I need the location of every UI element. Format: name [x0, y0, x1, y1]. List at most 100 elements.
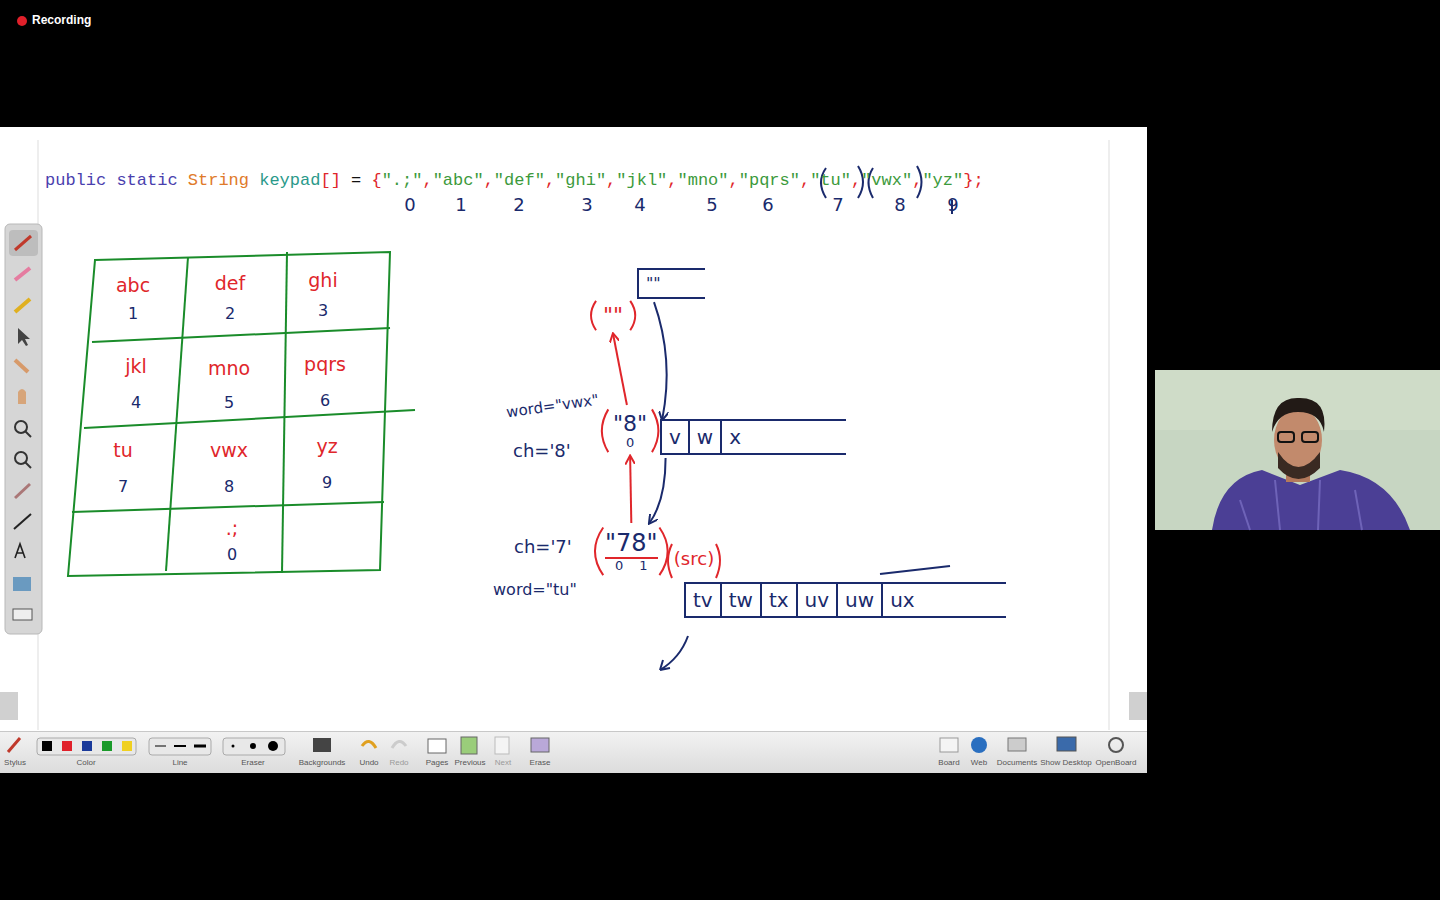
index-number: 2	[513, 195, 524, 216]
index-number: 6	[762, 195, 773, 216]
code-token: "tu"	[810, 171, 851, 190]
recursive-call: ""	[588, 300, 638, 331]
recursive-call: "78"01	[590, 526, 673, 577]
table-cell: 7	[118, 478, 128, 496]
index-row: 01	[615, 559, 648, 573]
array-cell: w	[688, 421, 720, 453]
table-cell: 4	[131, 394, 141, 412]
call-argument: "78"	[605, 530, 658, 559]
code-token: ,	[667, 171, 677, 190]
call-argument: "8"	[613, 412, 647, 436]
code-token: ,	[422, 171, 432, 190]
code-token: "mno"	[678, 171, 729, 190]
array-cell: x	[720, 421, 748, 453]
index-number: 7	[832, 195, 843, 216]
variable-note: word="vwx"	[505, 392, 600, 422]
variable-note: word="tu"	[493, 581, 577, 599]
code-token: public static	[45, 171, 178, 190]
code-token: "pqrs"	[739, 171, 800, 190]
code-token: =	[351, 171, 361, 190]
array-cell: tx	[760, 584, 796, 616]
array-cell: v	[662, 421, 688, 453]
table-cell: def	[215, 273, 245, 295]
toolbar-label: Show Desktop	[1040, 758, 1092, 767]
toolbar-label: Erase	[530, 758, 551, 767]
toolbar-label: Line	[172, 758, 187, 767]
table-cell: 8	[224, 478, 234, 496]
toolbar-label: Pages	[426, 758, 449, 767]
code-token: ,	[912, 171, 922, 190]
code-token: ,	[484, 171, 494, 190]
char-index: 1	[639, 559, 647, 573]
code-token: "yz"	[922, 171, 963, 190]
code-token: String	[188, 171, 249, 190]
code-token: "ghi"	[555, 171, 606, 190]
code-token: "jkl"	[616, 171, 667, 190]
toolbar-label: OpenBoard	[1096, 758, 1137, 767]
code-token: keypad	[259, 171, 320, 190]
index-number: 3	[581, 195, 592, 216]
char-index: 0	[626, 436, 634, 450]
result-array: vwx	[660, 419, 846, 455]
code-token: ,	[851, 171, 861, 190]
index-row: 0	[626, 436, 634, 450]
index-number: 9	[947, 195, 958, 216]
table-cell: jkl	[125, 356, 147, 378]
table-cell: .;	[226, 518, 238, 540]
table-cell: 5	[224, 394, 234, 412]
code-line: public staticStringkeypad[]={".;","abc",…	[45, 171, 984, 191]
array-cell: tw	[720, 584, 760, 616]
call-arrow	[630, 456, 631, 523]
array-cell: uv	[796, 584, 837, 616]
table-cell: vwx	[210, 440, 248, 462]
index-number: 8	[894, 195, 905, 216]
code-token: "vwx"	[861, 171, 912, 190]
table-cell: abc	[116, 275, 150, 297]
code-token: "def"	[494, 171, 545, 190]
table-cell: 6	[320, 392, 330, 410]
source-tag: (src)	[674, 549, 714, 570]
code-token: ,	[729, 171, 739, 190]
code-token: };	[963, 171, 983, 190]
code-token: ".;"	[382, 171, 423, 190]
return-arrow	[654, 302, 667, 419]
toolbar-label: Color	[76, 758, 95, 767]
index-number: 1	[455, 195, 466, 216]
toolbar-label: Backgrounds	[299, 758, 346, 767]
variable-note: ch='8'	[513, 441, 571, 462]
table-cell: yz	[316, 436, 337, 458]
toolbar-label: Next	[495, 758, 511, 767]
call-argument: ""	[603, 304, 623, 328]
table-cell: 1	[128, 305, 138, 323]
table-cell: 0	[227, 546, 237, 564]
table-cell: 9	[322, 474, 332, 492]
table-cell: pqrs	[304, 354, 346, 376]
table-cell: ghi	[308, 270, 337, 292]
toolbar-label: Web	[971, 758, 987, 767]
call-arrow	[613, 334, 627, 405]
table-cell: 2	[225, 305, 235, 323]
return-arrow	[649, 458, 665, 523]
char-index: 0	[615, 559, 623, 573]
code-token: ,	[545, 171, 555, 190]
table-cell: 3	[318, 302, 328, 320]
toolbar-label: Previous	[454, 758, 485, 767]
array-cell: ux	[881, 584, 922, 616]
index-number: 5	[706, 195, 717, 216]
toolbar-label: Stylus	[4, 758, 26, 767]
toolbar-label: Documents	[997, 758, 1037, 767]
toolbar-label: Undo	[359, 758, 378, 767]
array-cell: uw	[836, 584, 881, 616]
index-number: 4	[634, 195, 645, 216]
recursive-call: "8"0	[598, 408, 662, 453]
variable-note: ch='7'	[514, 537, 572, 558]
table-cell: mno	[208, 358, 250, 380]
toolbar-label: Board	[938, 758, 959, 767]
table-cell: tu	[113, 440, 133, 462]
code-token: {	[371, 171, 381, 190]
array-cell: tv	[686, 584, 720, 616]
code-token: "abc"	[433, 171, 484, 190]
result-array: tvtwtxuvuwux	[684, 582, 1006, 618]
result-array: ""	[637, 268, 705, 299]
toolbar-label: Redo	[389, 758, 408, 767]
